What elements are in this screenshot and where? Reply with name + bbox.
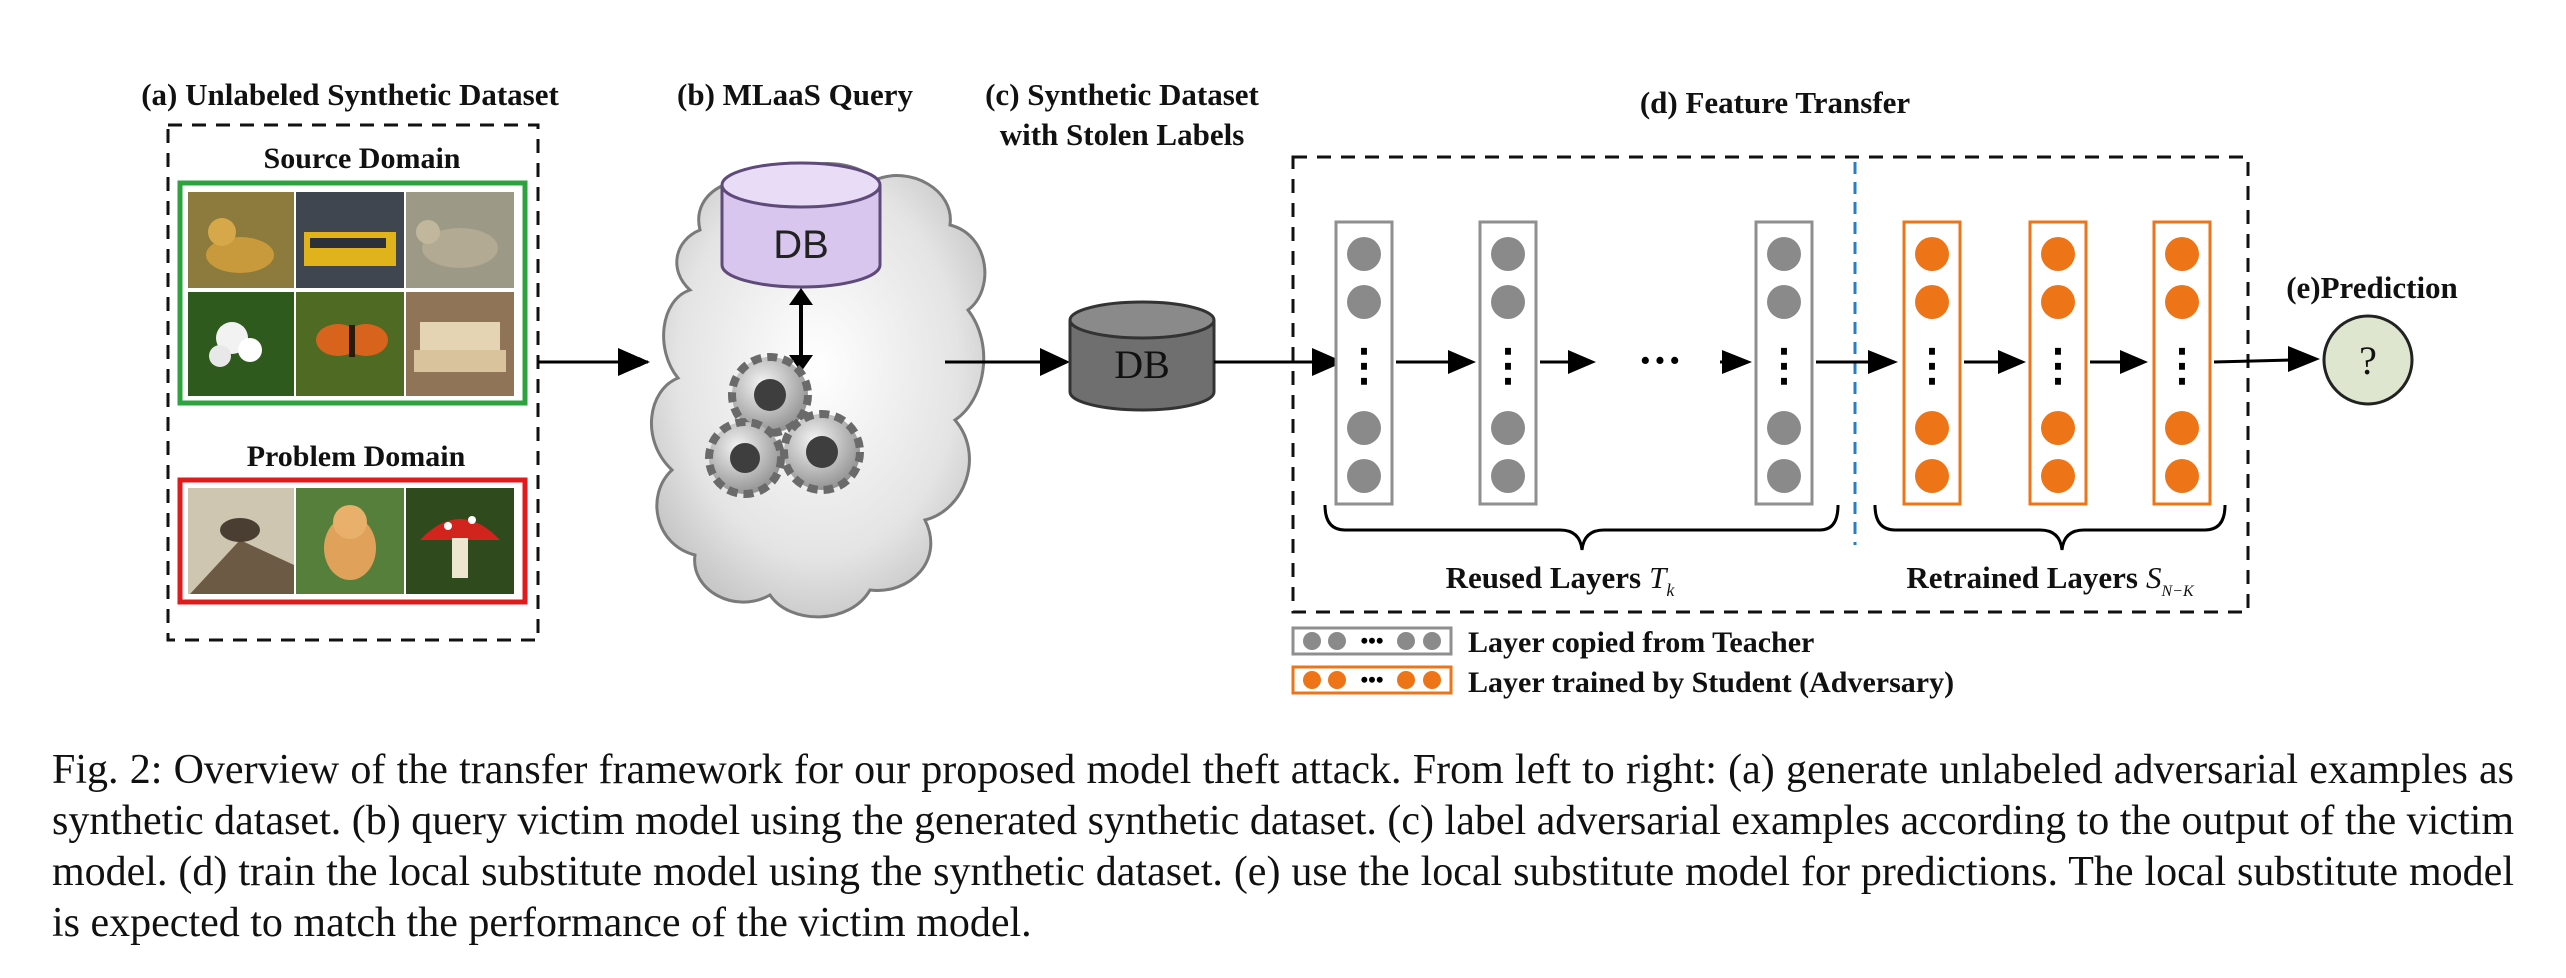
neuron-node: [1767, 237, 1801, 271]
neuron-node: [2041, 237, 2075, 271]
neuron-node: [1491, 285, 1525, 319]
neuron-node: [1767, 411, 1801, 445]
layer-column-student: ⋮: [2152, 220, 2212, 506]
vertical-ellipsis: ⋮: [2160, 341, 2204, 390]
source-image-dog: [188, 192, 294, 288]
source-image-coyote: [406, 192, 514, 288]
source-domain-label: Source Domain: [264, 142, 461, 175]
vertical-ellipsis: ⋮: [2036, 341, 2080, 390]
neuron-node: [1347, 285, 1381, 319]
layer-column-teacher: ⋮: [1334, 220, 1394, 506]
layer-column-student: ⋮: [1902, 220, 1962, 506]
problem-domain-label: Problem Domain: [247, 440, 466, 473]
caption-label: Fig. 2:: [52, 747, 163, 793]
vertical-ellipsis: ⋮: [1762, 341, 1806, 390]
neuron-node: [1491, 459, 1525, 493]
vertical-ellipsis: ⋮: [1486, 341, 1530, 390]
neuron-node: [2165, 237, 2199, 271]
layer-column-student: ⋮: [2028, 220, 2088, 506]
db-icon-cloud: [720, 161, 882, 289]
vertical-ellipsis: ⋮: [1910, 341, 1954, 390]
neuron-node: [2165, 459, 2199, 493]
source-image-butterfly: [296, 292, 404, 396]
panel-a-title: (a) Unlabeled Synthetic Dataset: [141, 77, 559, 112]
arrow-d-to-e: [2213, 358, 2291, 364]
panel-a-frame: [166, 123, 540, 642]
neuron-node: [1915, 411, 1949, 445]
neuron-node: [1347, 459, 1381, 493]
neuron-node: [1491, 411, 1525, 445]
legend-teacher-dots: •••: [1360, 628, 1383, 653]
neuron-node: [1347, 237, 1381, 271]
gears-icon: [705, 353, 864, 498]
panel-e-title: (e)Prediction: [2286, 270, 2458, 305]
reused-layers-brace: [1323, 504, 1840, 551]
layer-column-teacher: ⋮: [1478, 220, 1538, 506]
neuron-node: [2165, 411, 2199, 445]
legend-student-label: Layer trained by Student (Adversary): [1468, 666, 1954, 699]
db-label-cloud: DB: [773, 223, 829, 267]
source-image-school-bus: [296, 192, 404, 288]
neuron-node: [1347, 411, 1381, 445]
figure-caption: Fig. 2: Overview of the transfer framewo…: [52, 745, 2514, 949]
neuron-node: [1767, 459, 1801, 493]
neuron-node: [1767, 285, 1801, 319]
bidirectional-arrow: [789, 288, 813, 372]
problem-domain-box: [177, 477, 528, 605]
problem-image-bird-on-rock: [188, 488, 294, 594]
legend-student-swatch: [1291, 665, 1453, 695]
source-image-white-flower: [188, 292, 294, 396]
neuron-node: [1915, 285, 1949, 319]
legend-student-dots: •••: [1360, 667, 1383, 692]
layer-columns: ⋮ ⋮ ⋮ ⋮ ⋮ ⋮: [1334, 220, 2212, 506]
neuron-node: [1915, 459, 1949, 493]
neuron-node: [2041, 459, 2075, 493]
source-image-sofa: [406, 292, 514, 396]
source-domain-box: [177, 180, 528, 406]
neuron-node: [1915, 237, 1949, 271]
problem-image-kitten: [296, 488, 404, 594]
prediction-output-symbol: ?: [2359, 338, 2377, 383]
neuron-node: [2041, 411, 2075, 445]
panel-c-title-line1: (c) Synthetic Dataset: [985, 77, 1259, 112]
vertical-ellipsis: ⋮: [1342, 341, 1386, 390]
neuron-node: [2165, 285, 2199, 319]
panel-b-title: (b) MLaaS Query: [677, 77, 913, 112]
layer-connectors: [1396, 350, 2148, 374]
legend-teacher-swatch: [1291, 626, 1453, 656]
more-layers-ellipsis: ···: [1638, 336, 1682, 385]
problem-image-red-mushroom: [406, 488, 514, 594]
panel-c-title-line2: with Stolen Labels: [1000, 117, 1245, 152]
prediction-node: [2322, 314, 2414, 406]
panel-d-title: (d) Feature Transfer: [1640, 85, 1911, 120]
transfer-framework-diagram: (a) Unlabeled Synthetic Dataset Source D…: [141, 77, 2458, 699]
layer-column-teacher: ⋮: [1754, 220, 1814, 506]
neuron-node: [1491, 237, 1525, 271]
db-icon-dark: [1068, 300, 1216, 412]
retrained-layers-brace: [1873, 504, 2227, 551]
db-label-dark: DB: [1114, 342, 1170, 387]
caption-text: Overview of the transfer framework for o…: [52, 747, 2515, 946]
panel-d-frame: [1291, 155, 2250, 614]
neuron-node: [2041, 285, 2075, 319]
legend-teacher-label: Layer copied from Teacher: [1468, 626, 1814, 659]
